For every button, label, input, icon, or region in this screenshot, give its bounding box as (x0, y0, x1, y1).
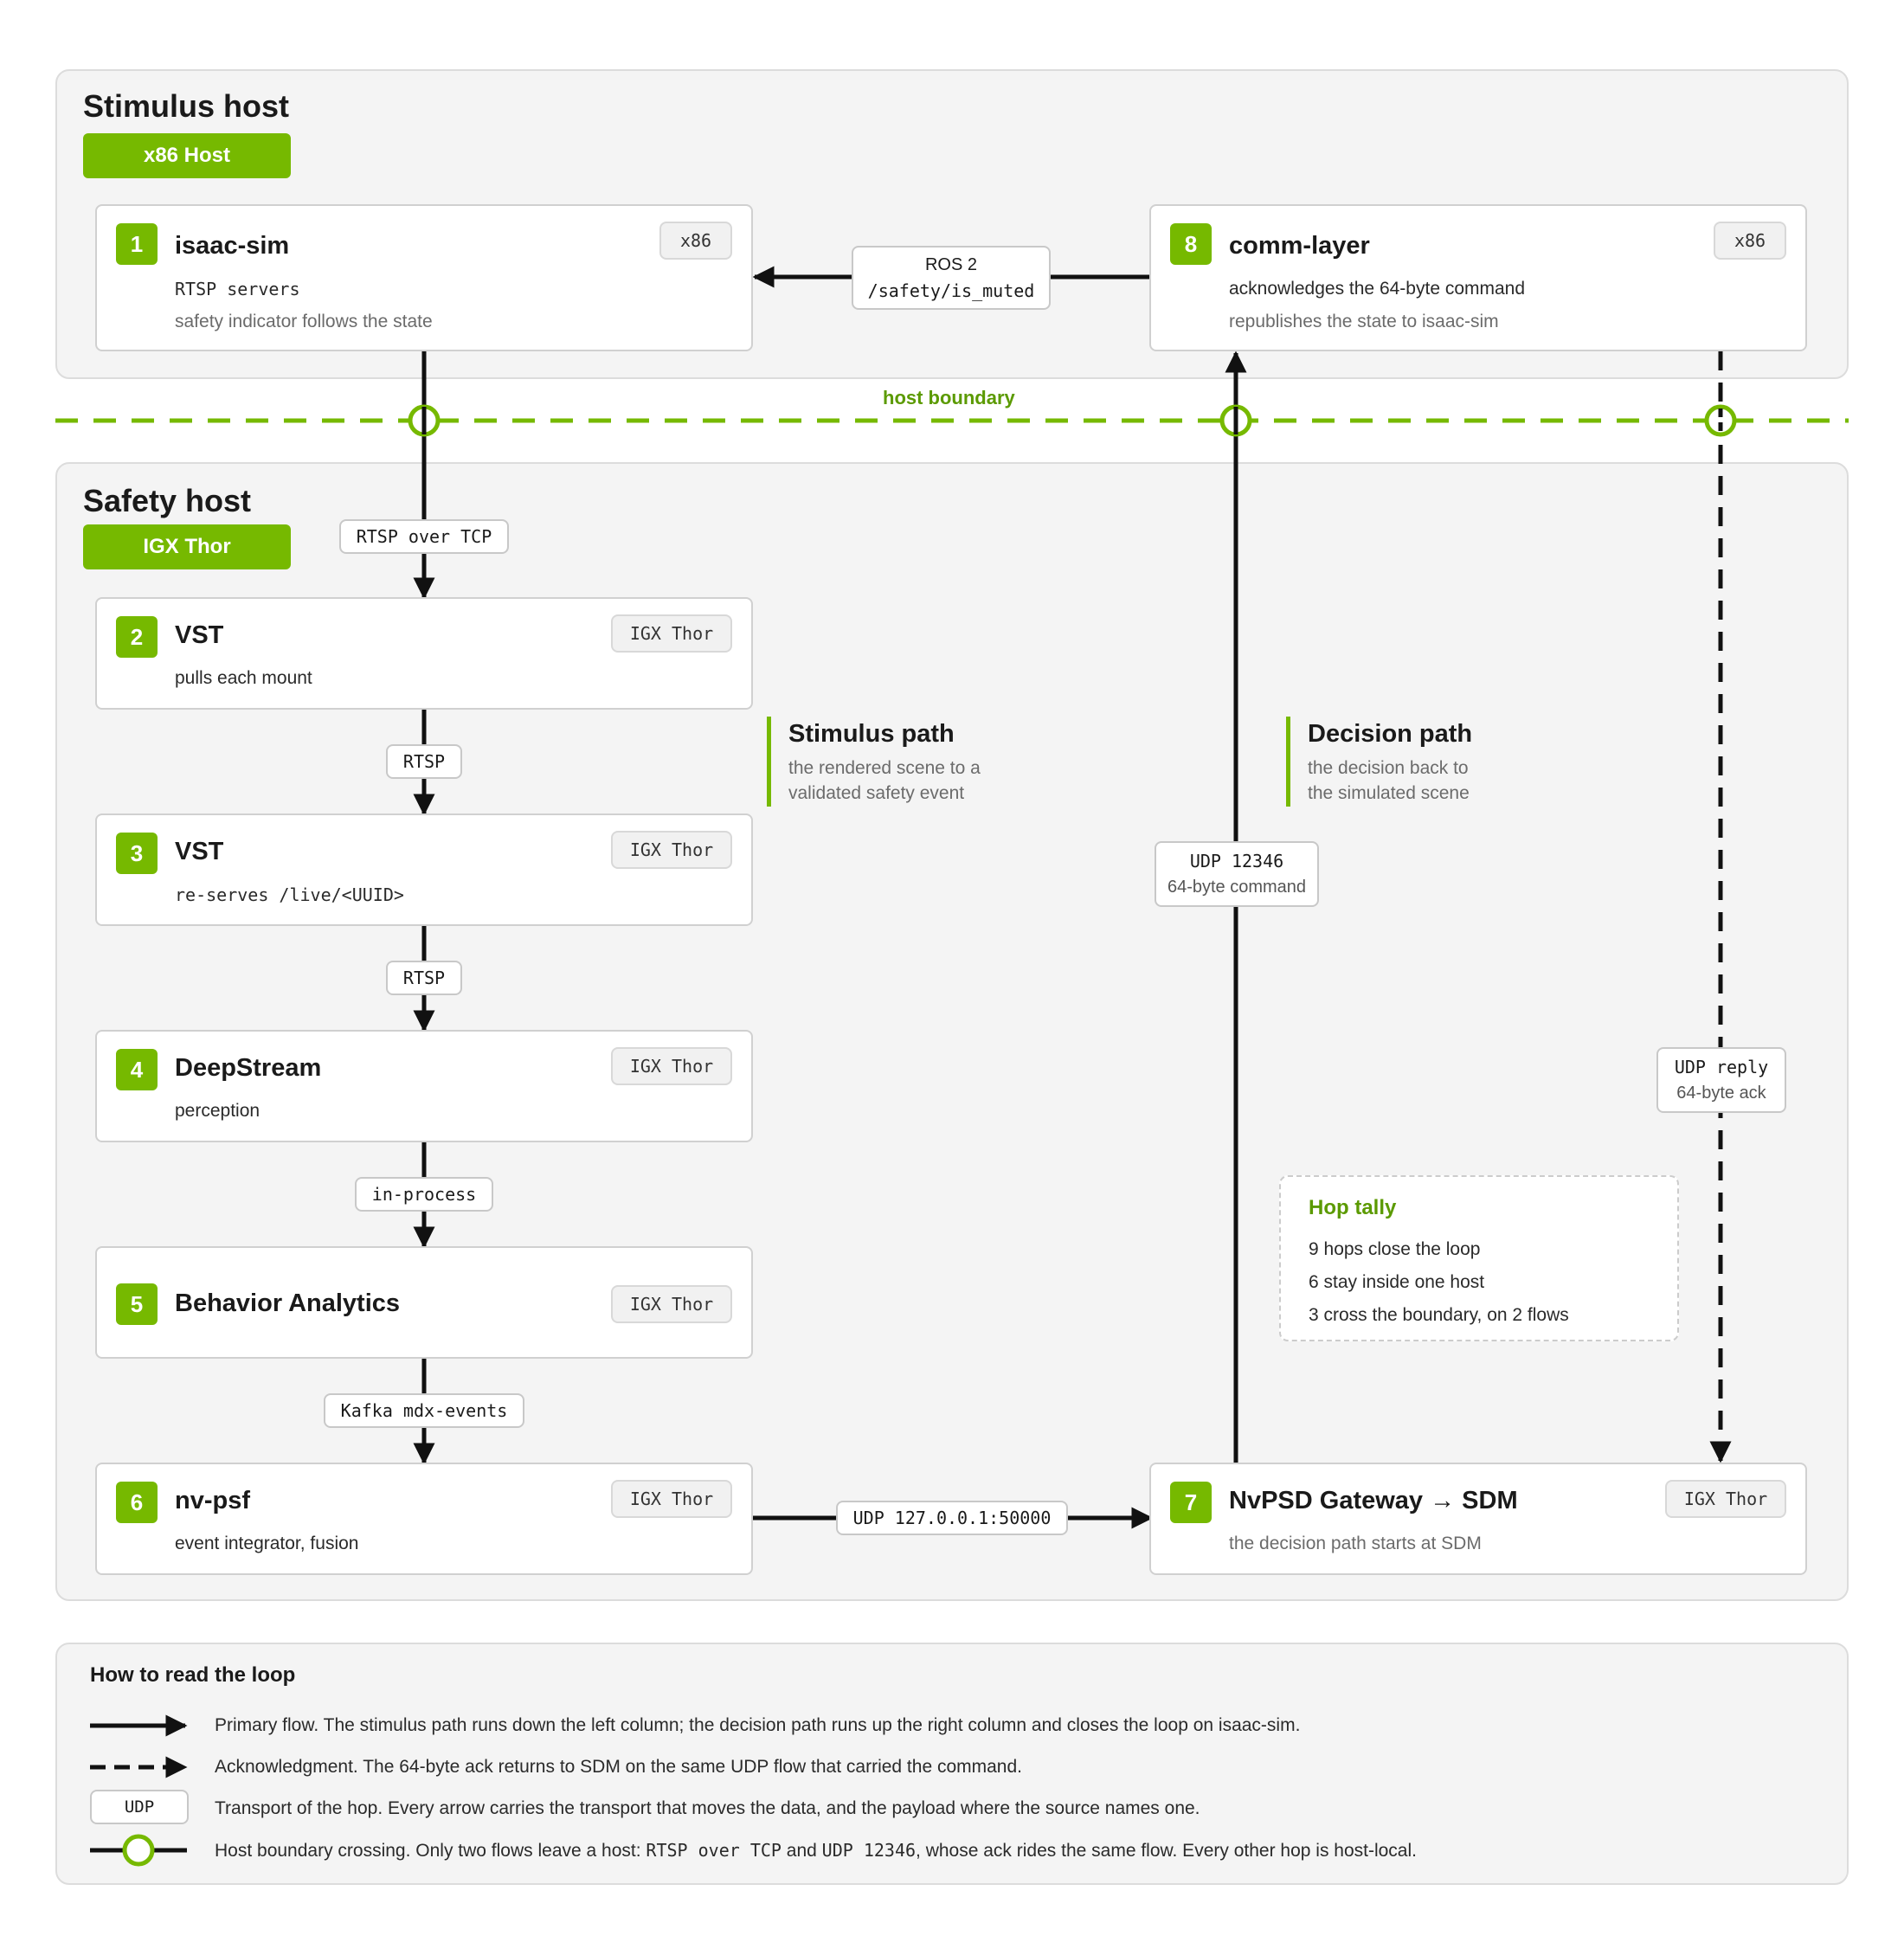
node-title: DeepStream (175, 1054, 322, 1082)
node-isaac-sim[interactable]: 1 isaac-sim x86 RTSP servers safety indi… (95, 204, 753, 351)
platform-tag: IGX Thor (611, 1285, 732, 1323)
stimulus-host-badge: x86 Host (83, 133, 291, 178)
stimulus-host-title: Stimulus host (83, 88, 290, 124)
node-title: comm-layer (1229, 232, 1370, 260)
host-boundary-label: host boundary (883, 387, 1015, 408)
platform-tag: IGX Thor (1665, 1480, 1786, 1518)
step-number: 3 (116, 833, 158, 874)
platform-tag: IGX Thor (611, 1047, 732, 1085)
node-detail: re-serves /live/<UUID> (175, 884, 404, 905)
node-title: nv-psf (175, 1487, 250, 1514)
hop-tally-line: 6 stay inside one host (1309, 1272, 1485, 1292)
platform-tag: IGX Thor (611, 1480, 732, 1518)
hop-tally-line: 3 cross the boundary, on 2 flows (1309, 1305, 1569, 1325)
edge-label-udp-cmd: UDP 12346 64-byte command (1155, 841, 1319, 907)
stimulus-path-note: Stimulus path the rendered scene to a va… (767, 717, 981, 807)
node-detail: perception (175, 1101, 261, 1121)
step-number: 1 (116, 223, 158, 265)
node-title: VST (175, 838, 224, 865)
node-nv-psf[interactable]: 6 nv-psf IGX Thor event integrator, fusi… (95, 1463, 753, 1575)
node-detail: event integrator, fusion (175, 1534, 359, 1553)
platform-tag: IGX Thor (611, 831, 732, 869)
boundary-crossing-udp-ack (1704, 404, 1737, 437)
step-number: 5 (116, 1283, 158, 1325)
node-vst-pull[interactable]: 2 VST IGX Thor pulls each mount (95, 597, 753, 710)
edge-label-kafka: Kafka mdx-events (324, 1393, 524, 1428)
edge-label-rtsp-b: RTSP (386, 961, 462, 995)
legend-title: How to read the loop (90, 1663, 296, 1687)
node-detail-secondary: safety indicator follows the state (175, 312, 433, 331)
node-comm-layer[interactable]: 8 comm-layer x86 acknowledges the 64-byt… (1149, 204, 1807, 351)
safety-host-title: Safety host (83, 483, 252, 518)
node-detail-secondary: republishes the state to isaac-sim (1229, 312, 1499, 331)
edge-label-udp-local: UDP 127.0.0.1:50000 (836, 1501, 1068, 1535)
decision-path-note: Decision path the decision back to the s… (1286, 717, 1472, 807)
platform-tag: IGX Thor (611, 614, 732, 653)
legend-transport-tag: UDP (90, 1790, 189, 1824)
edge-label-ros: ROS 2 /safety/is_muted (852, 246, 1051, 310)
step-number: 4 (116, 1049, 158, 1090)
legend-ack-text: Acknowledgment. The 64-byte ack returns … (215, 1757, 1022, 1777)
step-number: 7 (1170, 1482, 1212, 1523)
edge-label-rtsp-a: RTSP (386, 744, 462, 779)
legend-panel (55, 1643, 1849, 1885)
edge-label-udp-reply: UDP reply 64-byte ack (1656, 1047, 1786, 1113)
platform-tag: x86 (659, 222, 732, 260)
node-detail: the decision path starts at SDM (1229, 1534, 1482, 1553)
step-number: 2 (116, 616, 158, 658)
hop-tally-line: 9 hops close the loop (1309, 1239, 1481, 1259)
node-behavior-analytics[interactable]: 5 Behavior Analytics IGX Thor (95, 1246, 753, 1359)
node-detail: pulls each mount (175, 668, 312, 688)
edge-label-rtsp-tcp: RTSP over TCP (339, 519, 509, 554)
node-title: VST (175, 621, 224, 649)
node-title: NvPSD Gateway → SDM (1229, 1487, 1518, 1514)
step-number: 8 (1170, 223, 1212, 265)
node-detail: acknowledges the 64-byte command (1229, 279, 1526, 299)
safety-host-badge: IGX Thor (83, 524, 291, 569)
hop-tally: Hop tally 9 hops close the loop 6 stay i… (1279, 1175, 1679, 1341)
node-vst-serve[interactable]: 3 VST IGX Thor re-serves /live/<UUID> (95, 813, 753, 926)
step-number: 6 (116, 1482, 158, 1523)
legend-boundary-text: Host boundary crossing. Only two flows l… (215, 1840, 1417, 1861)
edge-label-in-process: in-process (355, 1177, 493, 1212)
node-title: isaac-sim (175, 232, 290, 260)
legend-primary-text: Primary flow. The stimulus path runs dow… (215, 1715, 1301, 1735)
node-detail: RTSP servers (175, 279, 300, 299)
node-deepstream[interactable]: 4 DeepStream IGX Thor perception (95, 1030, 753, 1142)
node-title: Behavior Analytics (175, 1289, 401, 1317)
node-nvpsd-gateway[interactable]: 7 NvPSD Gateway → SDM IGX Thor the decis… (1149, 1463, 1807, 1575)
platform-tag: x86 (1714, 222, 1786, 260)
legend-boundary-circle (122, 1834, 155, 1867)
hop-tally-title: Hop tally (1309, 1196, 1397, 1219)
legend-transport-text: Transport of the hop. Every arrow carrie… (215, 1798, 1200, 1818)
